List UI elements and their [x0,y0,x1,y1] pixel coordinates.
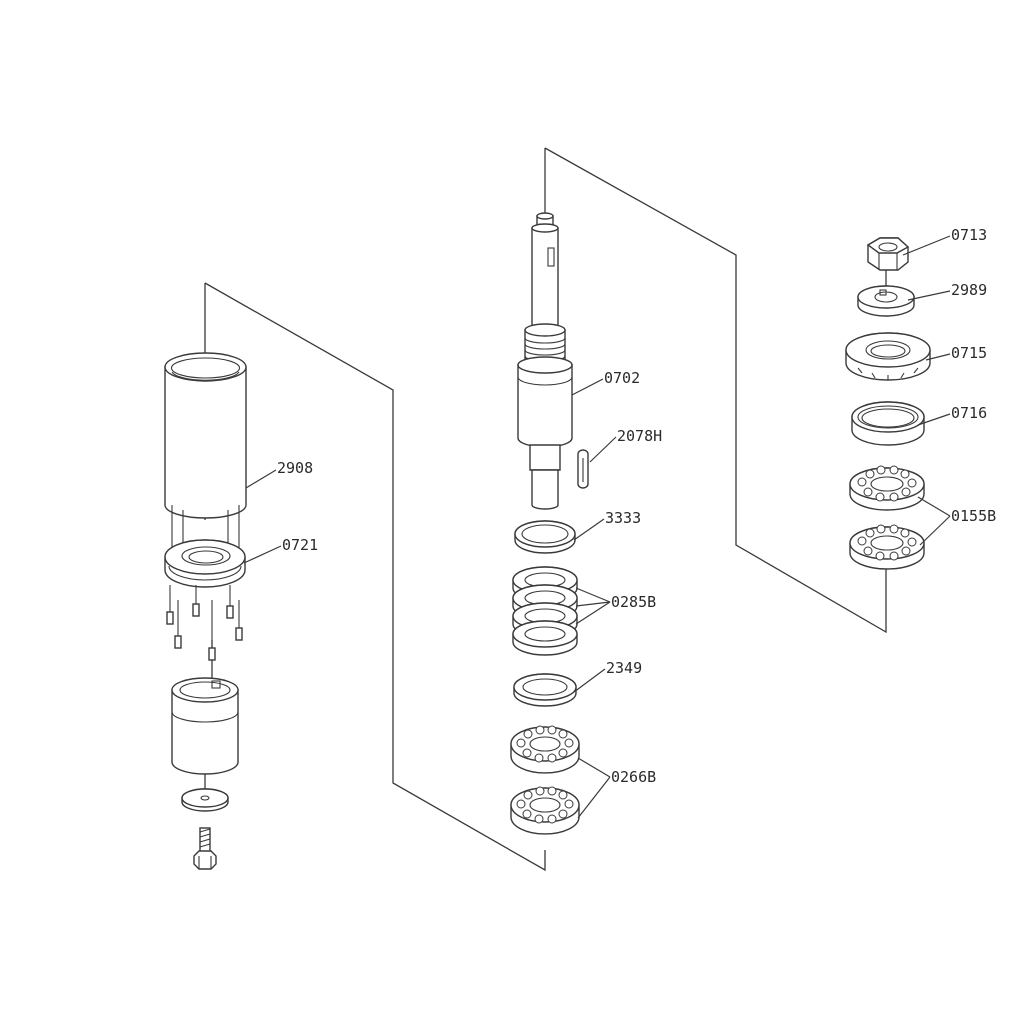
housing-tube-2908 [164,352,247,552]
cap-screws [166,585,243,661]
hex-nut-0713 [866,237,910,271]
thrust-bearing-0155B-upper [849,465,925,511]
assembly-frame-left [204,282,546,872]
thrust-bearing-0266B-upper [510,725,580,774]
callout-0155B: 0155B [951,507,996,525]
callout-labels: 0713 2989 0715 0716 0155B 0702 2078H 333… [277,226,996,786]
washer-3333 [514,520,576,554]
callout-0721: 0721 [282,536,318,554]
disc-washer [181,788,229,812]
callout-0716: 0716 [951,404,987,422]
spring-washers-0285B [512,566,578,656]
spindle-shaft-0702 [517,212,573,510]
callout-2078H: 2078H [617,427,662,445]
callout-0702: 0702 [604,369,640,387]
callout-2989: 2989 [951,281,987,299]
flange-0721 [164,539,246,588]
callout-3333: 3333 [605,509,641,527]
bearing-ring-0716 [851,401,925,446]
callout-0715: 0715 [951,344,987,362]
thrust-bearing-0155B-lower [849,524,925,570]
leader-lines [243,235,951,819]
callout-2349: 2349 [606,659,642,677]
hex-bolt [193,827,217,870]
washer-2989 [857,285,915,317]
callout-2908: 2908 [277,459,313,477]
callout-0713: 0713 [951,226,987,244]
callout-0285B: 0285B [611,593,656,611]
washer-2349 [513,673,577,707]
thrust-bearing-0266B-lower [510,786,580,835]
sleeve [171,677,239,775]
assembly-frame-right [544,147,887,634]
callout-0266B: 0266B [611,768,656,786]
locknut-0715 [845,332,931,381]
key-2078H [577,449,589,489]
